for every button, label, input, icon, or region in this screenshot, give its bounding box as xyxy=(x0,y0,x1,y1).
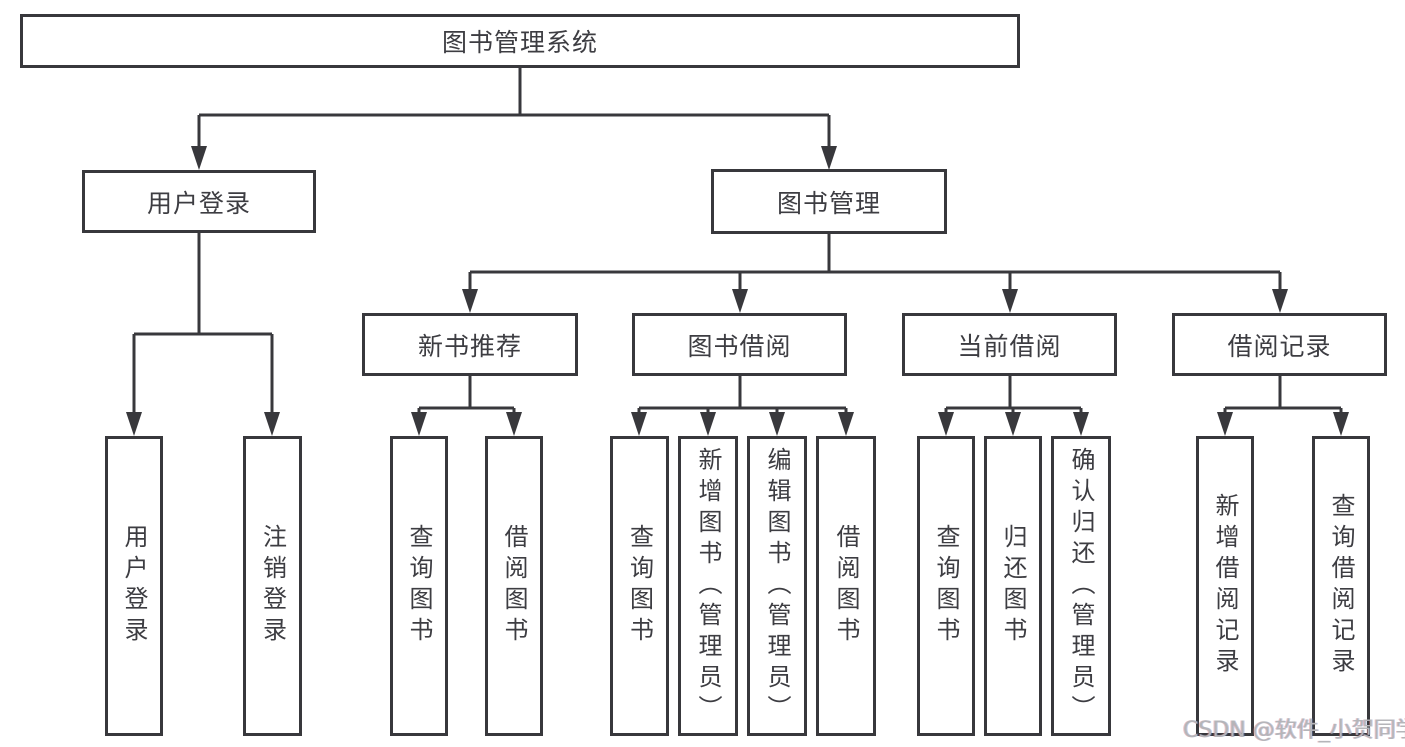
node-user-login: 用户登录 xyxy=(82,170,316,233)
csdn-watermark: CSDN @软件_小贺同学 xyxy=(1183,718,1405,743)
leaf-recommend-borrow-book: 借阅图书 xyxy=(485,436,543,736)
leaf-recommend-query-book: 查询图书 xyxy=(390,436,448,736)
node-book-management-label: 图书管理 xyxy=(776,188,881,218)
leaf-records-query-record-label: 查询借阅记录 xyxy=(1327,493,1355,679)
leaf-borrow-query-book: 查询图书 xyxy=(610,436,669,736)
node-new-book-recommend-label: 新书推荐 xyxy=(417,331,522,361)
node-new-book-recommend: 新书推荐 xyxy=(362,313,578,376)
arrowheads xyxy=(126,146,1349,436)
node-user-login-label: 用户登录 xyxy=(146,188,251,218)
leaf-current-confirm-return-label: 确认归还（管理员） xyxy=(1067,446,1095,726)
leaf-borrow-borrow-book-label: 借阅图书 xyxy=(832,524,860,648)
leaf-borrow-add-book: 新增图书（管理员） xyxy=(678,436,738,736)
leaf-user-login: 用户登录 xyxy=(105,436,163,736)
node-book-management: 图书管理 xyxy=(711,169,947,234)
node-library-system: 图书管理系统 xyxy=(20,14,1020,68)
leaf-records-add-record-label: 新增借阅记录 xyxy=(1211,493,1239,679)
leaf-records-query-record: 查询借阅记录 xyxy=(1312,436,1370,736)
leaf-recommend-query-book-label: 查询图书 xyxy=(405,524,433,648)
leaf-current-confirm-return: 确认归还（管理员） xyxy=(1051,436,1111,736)
leaf-current-query-book: 查询图书 xyxy=(917,436,975,736)
leaf-records-add-record: 新增借阅记录 xyxy=(1196,436,1254,736)
leaf-borrow-query-book-label: 查询图书 xyxy=(625,524,654,648)
node-current-borrow-label: 当前借阅 xyxy=(957,331,1062,361)
leaf-current-query-book-label: 查询图书 xyxy=(932,524,960,648)
leaf-borrow-edit-book: 编辑图书（管理员） xyxy=(747,436,807,736)
leaf-recommend-borrow-book-label: 借阅图书 xyxy=(500,524,528,648)
tree-edges xyxy=(132,68,1343,416)
leaf-current-return-book-label: 归还图书 xyxy=(999,524,1027,648)
leaf-logout: 注销登录 xyxy=(243,436,302,736)
node-borrow-records: 借阅记录 xyxy=(1172,313,1387,376)
node-book-borrow: 图书借阅 xyxy=(632,313,847,376)
leaf-logout-label: 注销登录 xyxy=(258,524,287,648)
node-book-borrow-label: 图书借阅 xyxy=(687,331,792,361)
node-current-borrow: 当前借阅 xyxy=(902,313,1117,376)
leaf-current-return-book: 归还图书 xyxy=(984,436,1042,736)
leaf-borrow-borrow-book: 借阅图书 xyxy=(816,436,876,736)
node-borrow-records-label: 借阅记录 xyxy=(1227,331,1332,361)
node-library-system-label: 图书管理系统 xyxy=(441,28,598,57)
leaf-borrow-edit-book-label: 编辑图书（管理员） xyxy=(763,446,791,726)
leaf-user-login-label: 用户登录 xyxy=(120,524,148,648)
leaf-borrow-add-book-label: 新增图书（管理员） xyxy=(694,446,722,726)
